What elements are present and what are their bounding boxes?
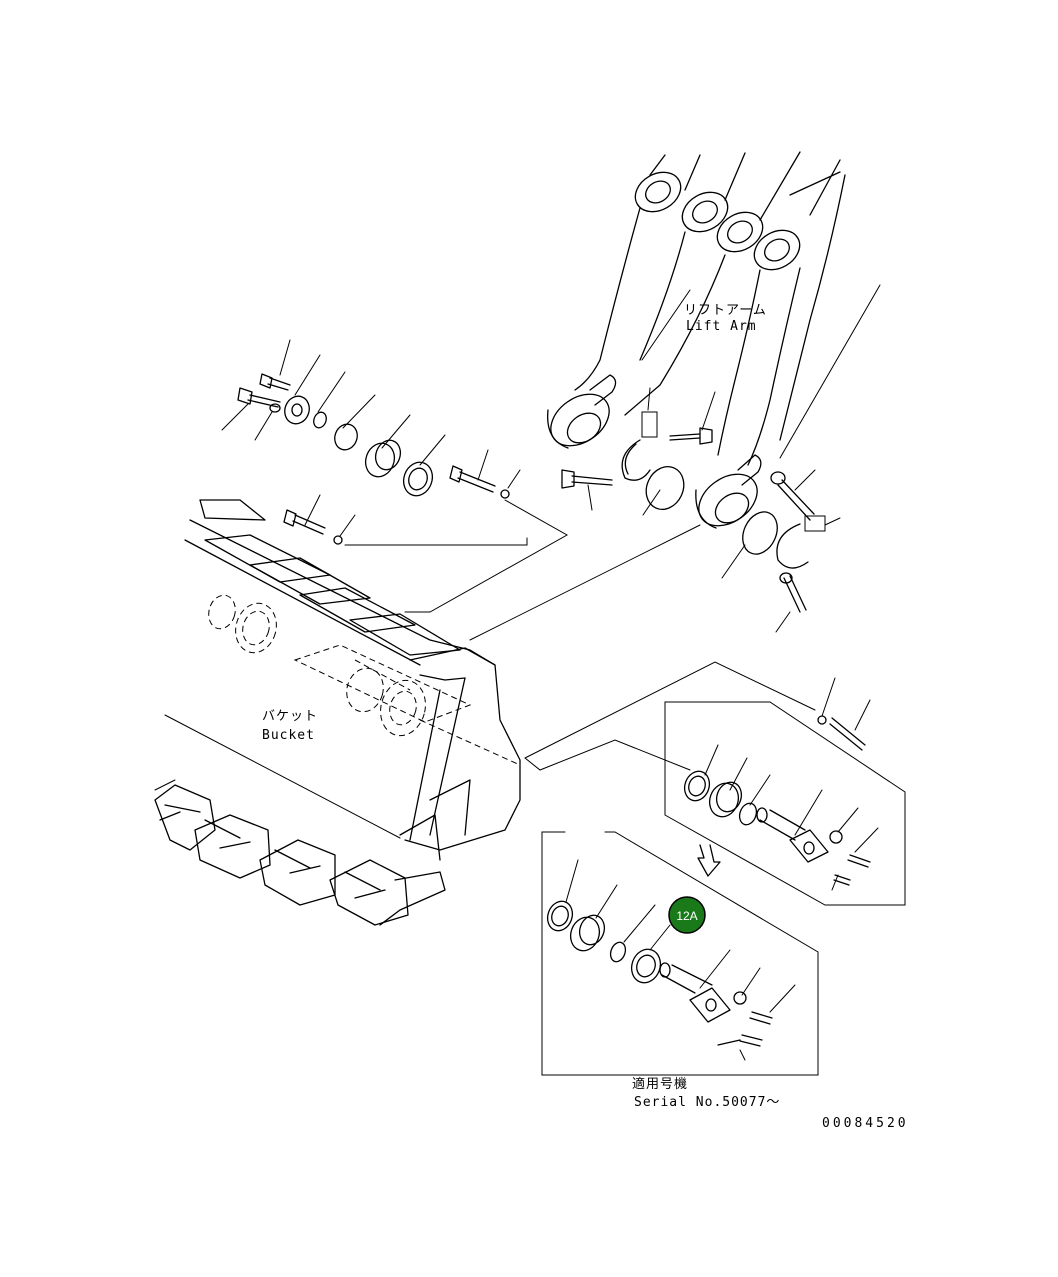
lift-arm-label-jp: リフトアーム bbox=[684, 303, 767, 318]
detail-box-serial bbox=[541, 831, 819, 1076]
callout-badge-12a[interactable]: 12A bbox=[668, 896, 706, 934]
bucket-label-jp: バケット bbox=[262, 709, 318, 724]
detail-box-standard bbox=[664, 677, 906, 906]
serial-label-en: Serial No.50077～ bbox=[634, 1095, 780, 1110]
lift-arm-label-en: Lift Arm bbox=[686, 319, 757, 334]
drawing-number: 00084520 bbox=[822, 1116, 909, 1131]
lift-arm-pin-parts bbox=[561, 411, 826, 613]
callout-circle[interactable] bbox=[668, 896, 706, 934]
bucket-label-en: Bucket bbox=[262, 728, 315, 743]
detail-leader bbox=[524, 661, 816, 759]
serial-label-jp: 適用号機 bbox=[632, 1076, 688, 1092]
bucket-pin-parts bbox=[237, 373, 510, 545]
callout-text: 12A bbox=[676, 909, 697, 923]
lift-arm bbox=[547, 151, 846, 529]
leader-lines bbox=[221, 284, 881, 641]
bucket bbox=[154, 499, 521, 926]
